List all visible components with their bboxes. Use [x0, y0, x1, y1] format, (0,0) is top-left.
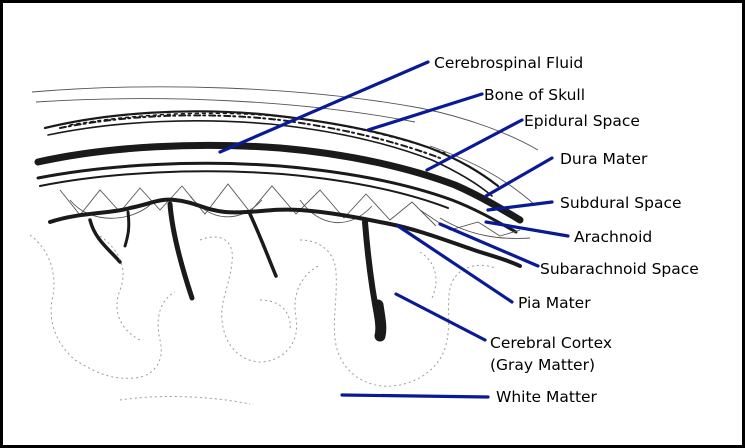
label-subdural-space: Subdural Space: [560, 194, 682, 212]
leader-bone: [368, 94, 482, 130]
labels: Cerebrospinal Fluid Bone of Skull Epidur…: [434, 54, 699, 406]
label-bone-of-skull: Bone of Skull: [484, 86, 585, 104]
label-subarachnoid-space: Subarachnoid Space: [540, 260, 699, 278]
label-dura-mater: Dura Mater: [560, 150, 648, 168]
label-arachnoid: Arachnoid: [574, 228, 652, 246]
pia-mater-outline: [50, 200, 520, 336]
leader-epidural: [427, 120, 522, 170]
scalp-line: [32, 87, 538, 150]
leader-cortex: [396, 294, 485, 340]
label-pia-mater: Pia Mater: [518, 294, 591, 312]
label-epidural-space: Epidural Space: [524, 112, 640, 130]
brain-cross-section-illustration: [30, 87, 538, 404]
label-white-matter: White Matter: [496, 388, 598, 406]
label-cerebrospinal-fluid: Cerebrospinal Fluid: [434, 54, 583, 72]
label-cerebral-cortex: Cerebral Cortex: [490, 334, 612, 352]
leader-white-matter: [342, 395, 488, 397]
white-matter-trace: [120, 397, 250, 404]
leader-dura: [486, 158, 552, 196]
leader-arachnoid: [486, 222, 568, 236]
label-gray-matter: (Gray Matter): [490, 356, 595, 374]
